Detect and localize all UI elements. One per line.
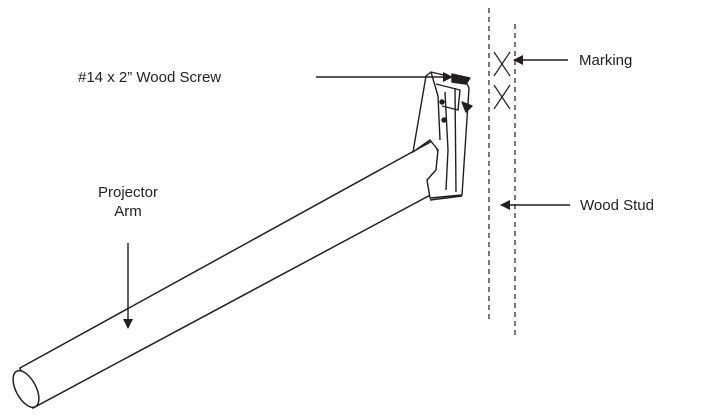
- projector-arm-label-line1: Projector: [97, 184, 159, 201]
- marking-label: Marking: [579, 52, 633, 69]
- callout-arrows: [123, 55, 570, 329]
- wood-stud: [488, 8, 516, 338]
- projector-arm: [12, 138, 450, 410]
- wood-screw-label: #14 x 2” Wood Screw: [78, 69, 222, 86]
- wood-stud-label: Wood Stud: [580, 197, 654, 214]
- projector-arm-label-line2: Arm: [114, 203, 142, 220]
- x-mark-icon: [493, 51, 511, 110]
